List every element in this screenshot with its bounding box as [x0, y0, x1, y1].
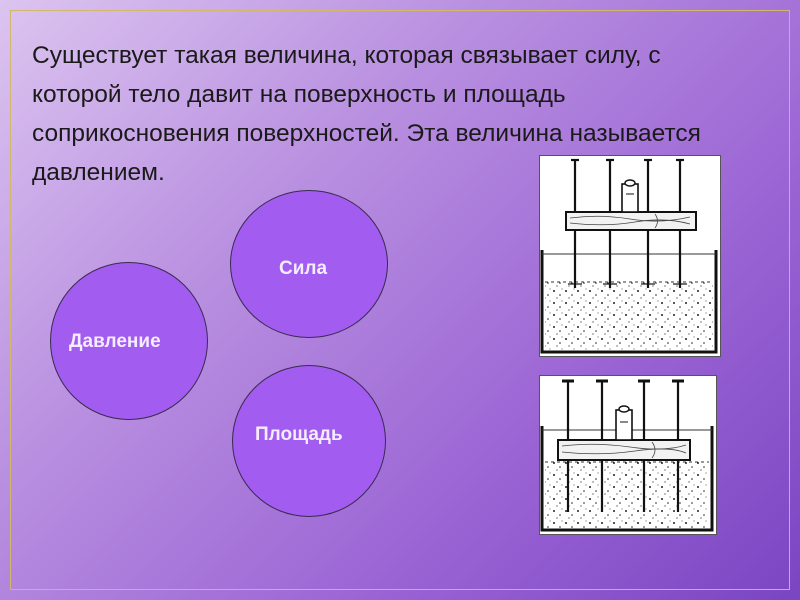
nails-tips-down-drawing [540, 158, 718, 354]
nails-heads-down-drawing [540, 379, 714, 532]
illustration-nails-tips-down [539, 155, 721, 357]
circle-ploshad-label: Площадь [255, 424, 343, 445]
slide-frame [10, 10, 790, 590]
circle-davlenie-label: Давление [69, 331, 161, 352]
circle-sila: Сила [230, 190, 388, 338]
circle-ploshad: Площадь [232, 365, 386, 517]
main-text: Существует такая величина, которая связы… [32, 42, 701, 186]
circle-sila-label: Сила [279, 258, 328, 279]
circle-davlenie: Давление [50, 262, 208, 420]
illustration-nails-heads-down [539, 375, 717, 535]
weight-icon [615, 405, 633, 441]
weight-icon [621, 179, 639, 213]
